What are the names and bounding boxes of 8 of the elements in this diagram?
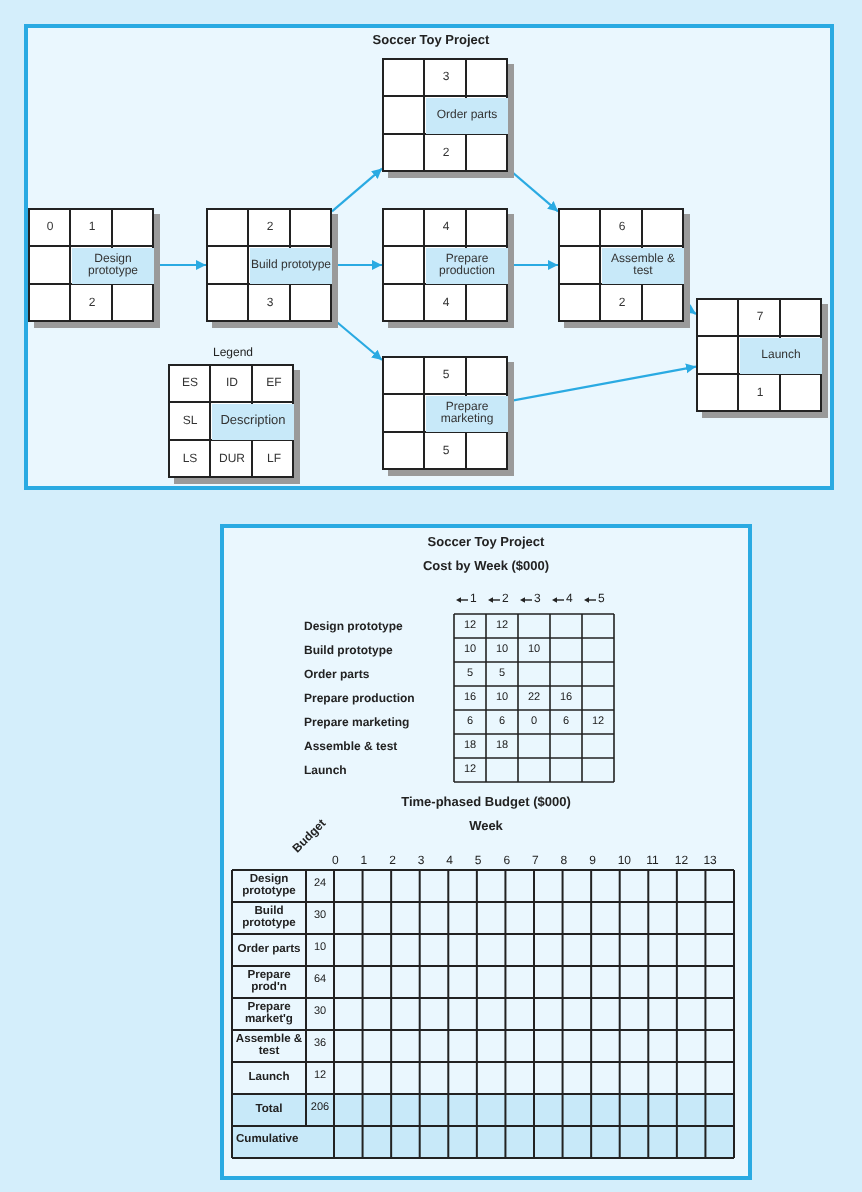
activity-node-box — [206, 208, 332, 322]
activity-node-box — [382, 58, 508, 172]
activity-node-box — [28, 208, 154, 322]
activity-node-box — [382, 356, 508, 470]
arrow — [331, 167, 383, 213]
activity-node-box — [558, 208, 684, 322]
activity-node-box — [382, 208, 508, 322]
activity-node-box — [696, 298, 822, 412]
